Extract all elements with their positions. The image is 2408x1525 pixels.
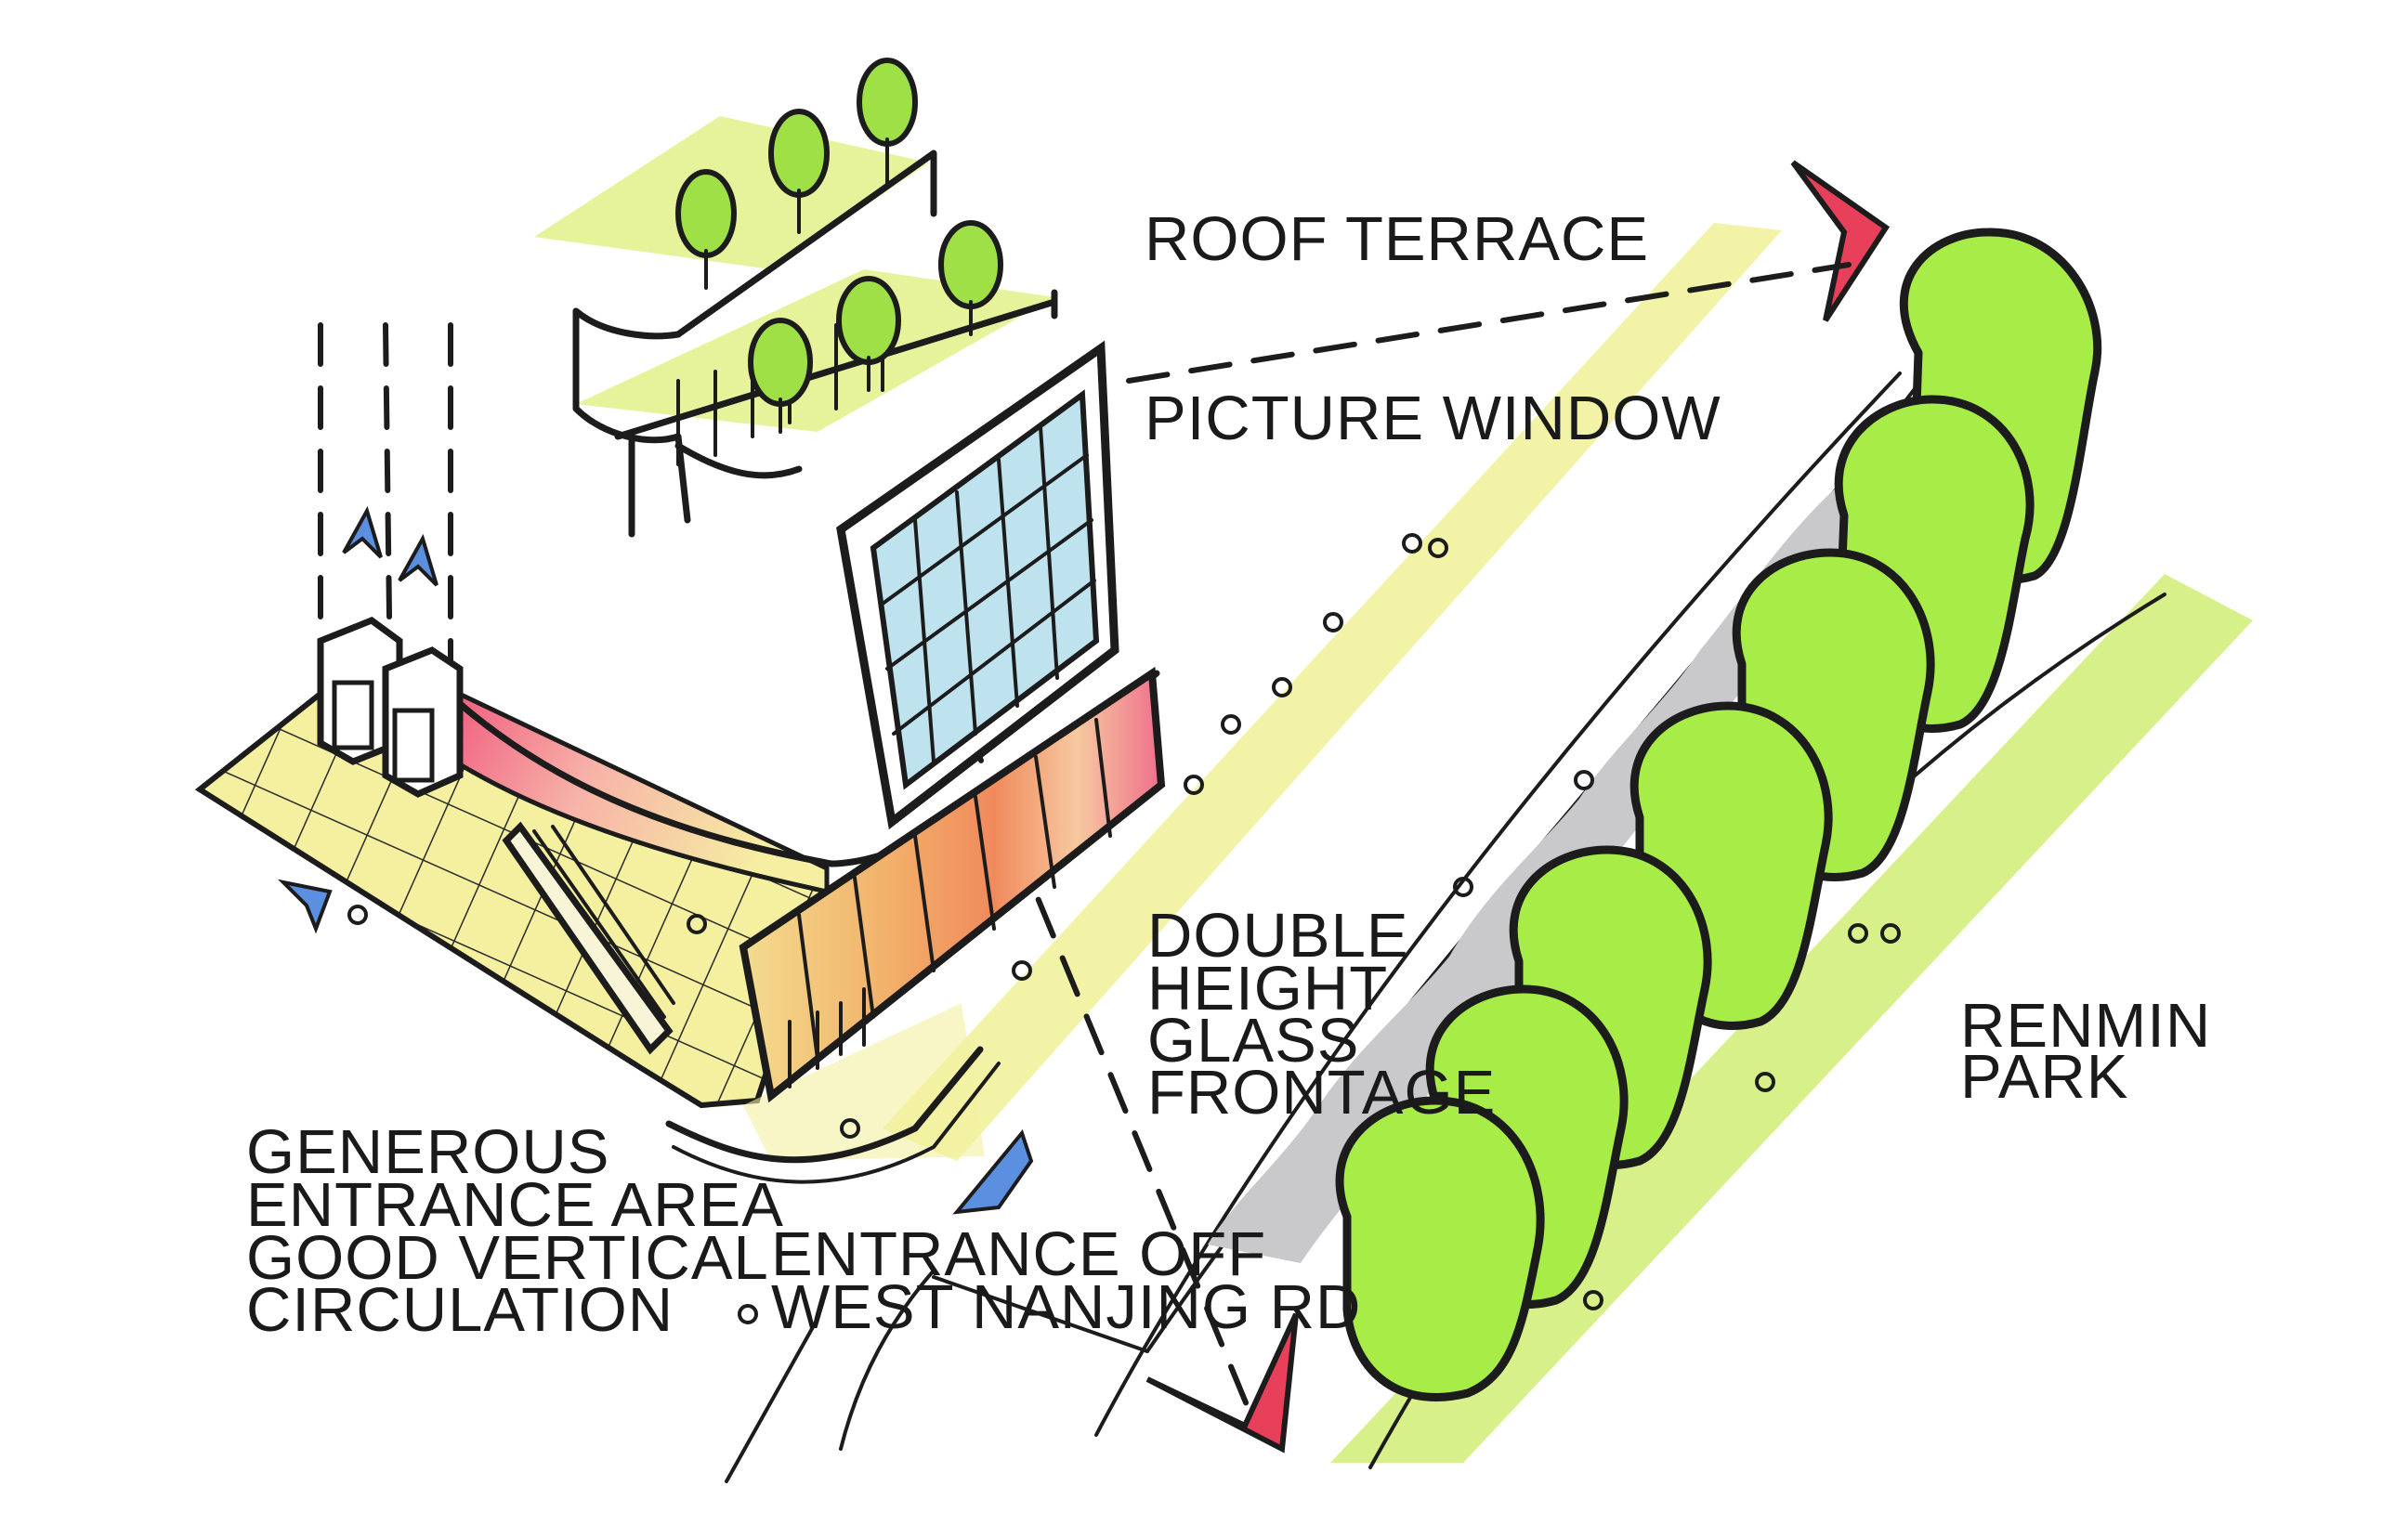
label-roof-terrace: ROOF TERRACE [1145, 204, 1649, 274]
entrance-steps [665, 1046, 984, 1164]
terrace-tree [675, 169, 737, 290]
blue-arrow [277, 879, 333, 934]
label-generous-entrance: GENEROUS [246, 1117, 609, 1187]
label-renmin-park: RENMIN [1960, 991, 2211, 1061]
terrace-tree [768, 109, 830, 234]
label-generous-entrance: CIRCULATION [246, 1275, 674, 1345]
label-double-height: HEIGHT [1147, 954, 1388, 1023]
entrance-wall-top [433, 679, 835, 867]
pedestrian-figures [347, 533, 1901, 1324]
lift-kiosk [317, 617, 403, 765]
label-double-height: FRONTAGE [1147, 1058, 1496, 1127]
terrace-tree [938, 220, 1003, 336]
sightline-dashed [383, 322, 393, 690]
blue-arrow [398, 533, 438, 587]
street-edge-line [932, 1275, 1149, 1353]
escalator [502, 821, 674, 1055]
label-double-height: DOUBLE [1147, 901, 1409, 971]
label-picture-window: PICTURE WINDOW [1145, 384, 1721, 453]
sightline-dashed [1126, 262, 1852, 384]
label-renmin-park: PARK [1960, 1042, 2128, 1112]
escalator-lines [532, 825, 675, 1019]
label-entrance-off: ENTRANCE OFF [771, 1219, 1266, 1289]
street-edge-line [839, 1269, 936, 1451]
entrance-steps [672, 1062, 1001, 1184]
sidewalk-strip [883, 223, 1782, 1161]
label-generous-entrance: ENTRANCE AREA [246, 1170, 784, 1240]
street-edge-line [1094, 371, 1902, 1437]
terrace-tree [748, 318, 813, 434]
red-direction-arrow [1145, 1312, 1299, 1453]
blue-arrow [342, 505, 383, 559]
street-tree [1335, 1096, 1545, 1401]
street-edge-line [725, 1317, 819, 1483]
picture-window [836, 340, 1119, 830]
label-entrance-off: WEST NANJING RD [771, 1272, 1361, 1342]
terrace-tree [836, 276, 901, 392]
label-double-height: GLASS [1147, 1006, 1359, 1075]
blue-arrow [952, 1128, 1034, 1215]
lift-kiosk [382, 646, 464, 798]
red-direction-arrow [1790, 160, 1891, 322]
label-generous-entrance: GOOD VERTICAL [246, 1223, 769, 1293]
terrace-tree [857, 58, 918, 188]
glass-frontage [739, 666, 1166, 1103]
